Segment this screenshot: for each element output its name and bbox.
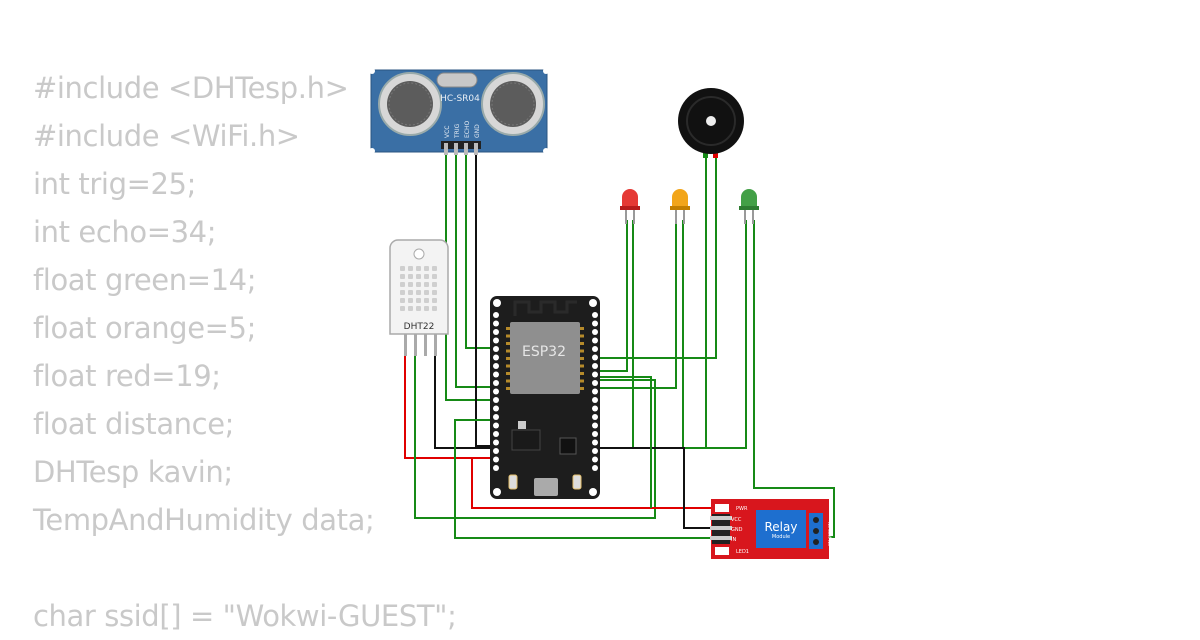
- relay-led-led1: LED1: [736, 549, 749, 555]
- relay-contact-nc: NC: [827, 522, 832, 528]
- relay-contact-com: COM: [827, 529, 832, 539]
- code-line: #include <WiFi.h>: [33, 119, 300, 153]
- ultrasonic-sensor: HC-SR04 VCC TRIG ECHO GND: [369, 68, 549, 155]
- wire-ultrasonic-gnd: [475, 150, 495, 447]
- relay-pin-in: IN: [731, 537, 736, 543]
- wire-ultrasonic-trig: [455, 150, 495, 388]
- wire-led-green-a: [597, 220, 747, 449]
- ultrasonic-transducer-left: [378, 72, 442, 136]
- dht22-sensor: DHT22: [389, 239, 449, 356]
- esp32-label: ESP32: [522, 344, 566, 360]
- code-line: float distance;: [33, 407, 235, 441]
- code-line: int trig=25;: [33, 167, 196, 201]
- led-red: [620, 189, 640, 224]
- relay-module: PWR LED1 VCC GND IN Relay Module NC COM …: [710, 499, 832, 559]
- ultrasonic-pin-echo: ECHO: [464, 121, 471, 138]
- code-listing: #include <DHTesp.h> #include <WiFi.h> int …: [33, 64, 457, 640]
- wire-buzzer-neg: [597, 155, 717, 359]
- dht22-label: DHT22: [404, 322, 435, 332]
- code-line: int echo=34;: [33, 215, 217, 249]
- wire-led-orange-a: [597, 220, 677, 389]
- relay-title: Relay: [765, 520, 798, 534]
- wire-ultrasonic-echo: [465, 150, 495, 349]
- relay-pin-gnd: GND: [731, 527, 743, 533]
- code-line: float red=19;: [33, 359, 221, 393]
- led-orange: [670, 189, 690, 224]
- wire-dht-data: [414, 336, 656, 519]
- relay-led-pwr: PWR: [736, 506, 748, 512]
- relay-pin-vcc: VCC: [731, 517, 742, 523]
- wire-relay-vcc: [471, 458, 722, 509]
- ultrasonic-transducer-right: [481, 72, 545, 136]
- buzzer: [678, 88, 744, 158]
- wire-relay-in: [454, 419, 722, 539]
- led-green: [739, 189, 759, 224]
- wire-led-red-a: [597, 220, 628, 372]
- code-line: char ssid[] = "Wokwi-GUEST";: [33, 599, 457, 633]
- ultrasonic-pin-gnd: GND: [474, 124, 481, 138]
- wire-dht-gnd: [434, 336, 495, 449]
- wires: [404, 150, 835, 539]
- wire-dht-vcc: [404, 336, 495, 459]
- code-line: float orange=5;: [33, 311, 256, 345]
- wire-esp-right-return: [597, 376, 652, 508]
- ultrasonic-pin-vcc: VCC: [444, 126, 451, 138]
- relay-contact-no: NO: [827, 540, 832, 546]
- code-line: TempAndHumidity data;: [33, 503, 375, 537]
- wire-relay-gnd: [597, 447, 722, 529]
- code-line: #include <DHTesp.h>: [33, 71, 349, 105]
- ultrasonic-label: HC-SR04: [440, 94, 480, 104]
- code-line: DHTesp kavin;: [33, 455, 233, 489]
- code-line: float green=14;: [33, 263, 257, 297]
- wire-led-green-c: [753, 220, 835, 538]
- relay-subtitle: Module: [772, 534, 790, 540]
- wire-ultrasonic-vcc: [445, 150, 495, 401]
- ultrasonic-pin-trig: TRIG: [454, 123, 461, 139]
- esp32-board: ESP32: [490, 296, 600, 499]
